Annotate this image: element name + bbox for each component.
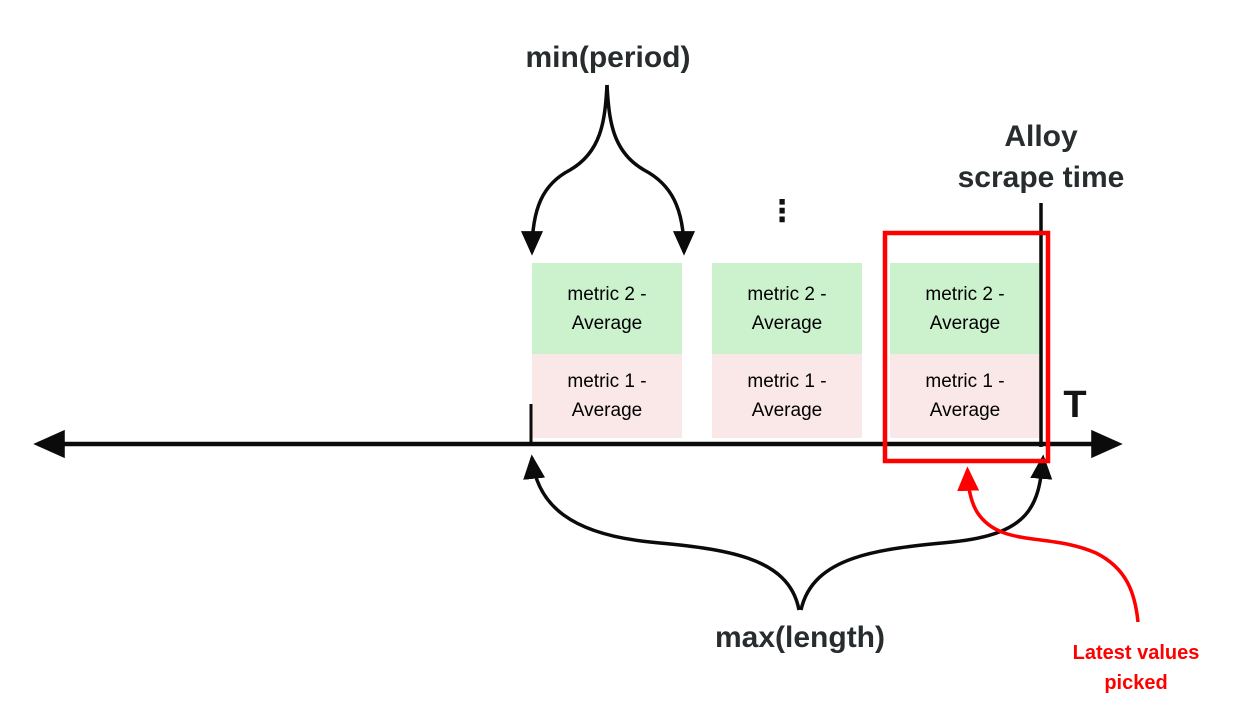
latest-values-arrow — [957, 466, 1140, 623]
metric-group-1: metric 2 - Average metric 1 - Average — [532, 263, 682, 438]
max-length-brace-right — [799, 454, 1053, 611]
min-period-brace-left — [520, 84, 609, 256]
alloy-scrape-time-line2: scrape time — [957, 161, 1125, 194]
metric1-box: metric 1 - Average — [712, 354, 862, 438]
metric2-box: metric 2 - Average — [890, 263, 1040, 354]
min-period-brace-right — [605, 84, 696, 256]
latest-values-line2: picked — [1104, 672, 1168, 694]
max-length-label: max(length) — [714, 621, 885, 654]
continuation-dots-icon: ⋮ — [767, 195, 797, 228]
alloy-scrape-time-line1: Alloy — [1004, 120, 1078, 153]
metric1-box: metric 1 - Average — [890, 354, 1040, 438]
metric-group-3: metric 2 - Average metric 1 - Average — [890, 263, 1040, 438]
metric2-box: metric 2 - Average — [532, 263, 682, 354]
metric2-box: metric 2 - Average — [712, 263, 862, 354]
time-axis-label: T — [1063, 384, 1087, 426]
metric1-box: metric 1 - Average — [532, 354, 682, 438]
latest-values-line1: Latest values — [1072, 642, 1200, 664]
max-length-brace-left — [523, 454, 801, 611]
metric-group-2: metric 2 - Average metric 1 - Average — [712, 263, 862, 438]
alloy-scrape-time-label: Alloy scrape time — [891, 116, 1191, 198]
min-period-label: min(period) — [525, 41, 691, 74]
latest-values-label: Latest values picked — [1036, 638, 1236, 698]
